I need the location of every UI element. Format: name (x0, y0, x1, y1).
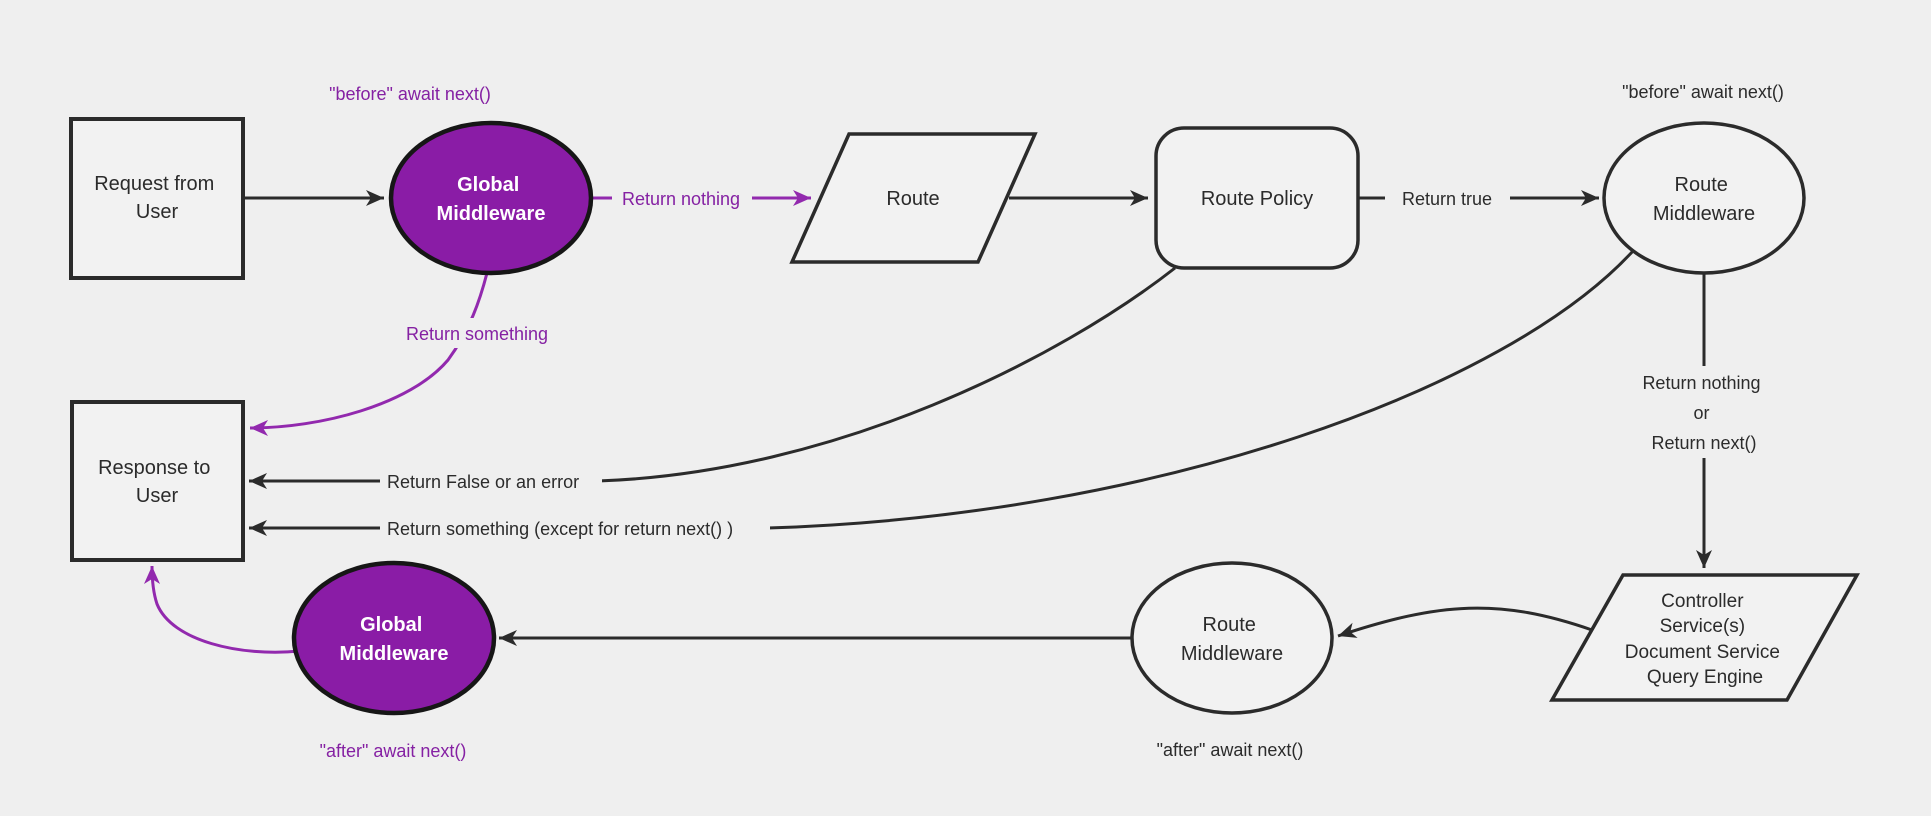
label-bg (382, 318, 574, 348)
route-parallelogram (789, 132, 1038, 264)
controller-parallelogram (1548, 573, 1860, 702)
response-to-user-box (70, 400, 245, 562)
route-policy-label: Route Policy (1201, 188, 1313, 210)
node-route-policy: Route Policy (1154, 126, 1360, 270)
node-route-middleware-top: Route Middleware (1602, 121, 1806, 275)
after-await-next-route-label: "after" await next() (1157, 740, 1304, 760)
edge-route-middleware-to-response (249, 249, 1635, 536)
return-nothing-purple-label: Return nothing (622, 189, 740, 209)
edge-route-policy-to-response (249, 266, 1176, 489)
edges (144, 190, 1712, 654)
edge-controller-to-route-middleware-bottom (1337, 606, 1593, 638)
edge-global-middleware-return-something-to-response (249, 272, 489, 436)
route-policy-box (1154, 126, 1360, 270)
label-bg (380, 513, 770, 543)
global-middleware-bottom-ellipse (291, 560, 497, 716)
node-response-to-user: Response to User (70, 400, 245, 562)
node-controller-services: Controller Service(s) Document Service Q… (1548, 573, 1860, 702)
node-route: Route (789, 132, 1038, 264)
before-await-next-route-label: "before" await next() (1622, 82, 1784, 102)
route-middleware-top-label: Route Middleware (1653, 174, 1755, 225)
route-middleware-top-ellipse (1602, 121, 1806, 275)
label-bg (612, 183, 752, 213)
edge-global-middleware-bottom-to-response (144, 565, 301, 654)
controller-label: Controller Service(s) Document Service Q… (1625, 591, 1786, 688)
return-true-label: Return true (1402, 189, 1492, 209)
route-middleware-bottom-ellipse (1130, 561, 1334, 715)
before-await-next-global-label: "before" await next() (329, 84, 491, 104)
request-from-user-box (69, 117, 245, 280)
label-bg (380, 466, 602, 496)
label-bg (1597, 366, 1811, 458)
route-middleware-bottom-label: Route Middleware (1181, 614, 1283, 665)
node-global-middleware-bottom: Global Middleware (291, 560, 497, 716)
response-to-user-label: Response to User (98, 457, 216, 507)
node-route-middleware-bottom: Route Middleware (1130, 561, 1334, 715)
node-request-from-user: Request from User (69, 117, 245, 280)
node-global-middleware-top: Global Middleware (388, 120, 594, 276)
after-await-next-global-label: "after" await next() (320, 741, 467, 761)
route-label: Route (886, 188, 939, 210)
return-something-purple-label: Return something (406, 324, 548, 344)
return-nothing-or-label: Return nothing or Return next() (1642, 373, 1765, 453)
global-middleware-bottom-label: Global Middleware (340, 614, 449, 665)
label-bg (1385, 183, 1510, 213)
return-something-except-label: Return something (except for return next… (387, 519, 733, 539)
return-false-or-error-label: Return False or an error (387, 472, 579, 492)
request-from-user-label: Request from User (94, 173, 220, 223)
edge-labels: "before" await next() Return nothing Ret… (320, 82, 1784, 761)
global-middleware-top-label: Global Middleware (437, 174, 546, 225)
edge-label-backgrounds (380, 183, 1811, 543)
global-middleware-top-ellipse (388, 120, 594, 276)
